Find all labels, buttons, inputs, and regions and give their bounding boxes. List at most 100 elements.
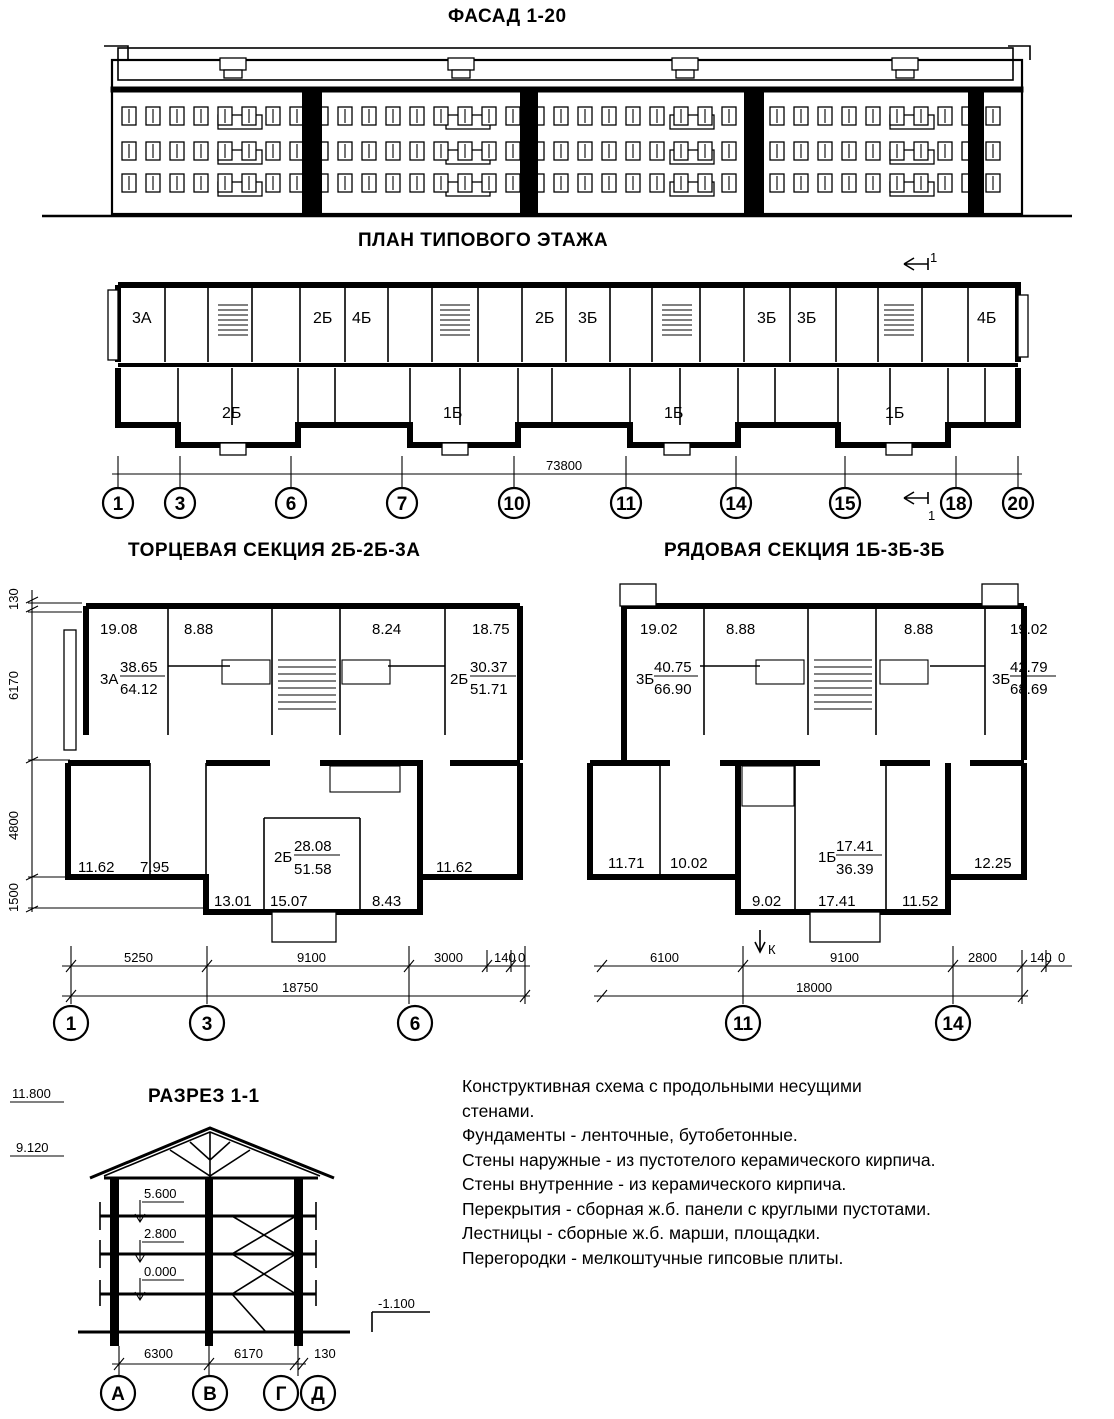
axis-marker: 3: [188, 1004, 226, 1042]
plan-apt-label: 1Б: [885, 405, 904, 422]
facade-elevation: [42, 45, 1072, 218]
dim-label: 0: [1058, 950, 1065, 965]
axis-label: 6: [286, 494, 297, 515]
plan-title: ПЛАН ТИПОВОГО ЭТАЖА: [358, 230, 609, 251]
room-area: 8.88: [904, 621, 933, 638]
entrance-mark: К: [768, 942, 776, 957]
room-area: 11.62: [78, 859, 114, 876]
dim-label: 2800: [968, 950, 997, 965]
note-line: Перекрытия - сборная ж.б. панели с кругл…: [462, 1198, 931, 1219]
axis-label: 20: [1007, 494, 1028, 515]
apt-code: 1Б: [818, 849, 836, 866]
dim-label: 0: [518, 950, 525, 965]
level-mark: -1.100: [378, 1296, 415, 1311]
note-line: Стены наружные - из пустотелого керамиче…: [462, 1149, 936, 1170]
level-mark: 11.800: [12, 1086, 51, 1101]
facade-dark-bay: [744, 92, 764, 214]
apt-total-area: 36.39: [836, 861, 874, 878]
room-area: 11.71: [608, 855, 644, 872]
room-area: 19.08: [100, 621, 138, 638]
apt-code: 2Б: [274, 849, 292, 866]
vdim-label: 130: [6, 588, 21, 610]
dim-label: 9100: [297, 950, 326, 965]
axis-label: 6: [410, 1014, 421, 1035]
plan-apt-label: 3Б: [578, 310, 597, 327]
axis-label: 14: [942, 1014, 964, 1035]
apt-total-area: 64.12: [120, 681, 158, 698]
room-area: 10.02: [670, 855, 708, 872]
dim-label: 6170: [234, 1346, 263, 1361]
axis-marker: 1: [52, 1004, 90, 1042]
axis-marker: 11: [724, 1004, 762, 1042]
dim-label: 9100: [830, 950, 859, 965]
plan-apt-label: 4Б: [352, 310, 371, 327]
apt-total-area: 68.69: [1010, 681, 1048, 698]
axis-label: А: [111, 1384, 125, 1405]
axis-label: 11: [733, 1014, 754, 1035]
dim-label: 18000: [796, 980, 832, 995]
note-line: Стены внутренние - из керамического кирп…: [462, 1174, 847, 1194]
typical-floor-plan: 3А 2Б 4Б 2Б 3Б 3Б 3Б 4Б 2Б 1Б 1Б 1Б 1 1 …: [101, 250, 1035, 523]
apt-total-area: 51.71: [470, 681, 508, 698]
facade-dark-bay: [520, 92, 538, 214]
axis-label: 3: [175, 494, 186, 515]
axis-marker: Д: [299, 1374, 337, 1412]
room-area: 8.88: [184, 621, 213, 638]
axis-label: 11: [616, 494, 637, 515]
axis-marker: Г: [262, 1374, 300, 1412]
cross-section-1-1: 11.800 9.120 5.600 2.800 0.000 -1.100: [10, 1086, 430, 1412]
room-area: 12.25: [974, 855, 1012, 872]
axis-label: 15: [834, 494, 856, 515]
cut-marker-label: 1: [928, 508, 935, 523]
room-area: 13.01: [214, 893, 252, 910]
end-section-title: ТОРЦЕВАЯ СЕКЦИЯ 2Б-2Б-3А: [128, 540, 421, 561]
axis-marker: 14: [719, 486, 753, 520]
apt-total-area: 66.90: [654, 681, 692, 698]
room-area: 11.52: [902, 893, 938, 910]
axis-label: В: [203, 1384, 217, 1405]
axis-marker: 6: [396, 1004, 434, 1042]
axis-label: Г: [276, 1384, 287, 1405]
axis-marker: 20: [1001, 486, 1035, 520]
row-section-title: РЯДОВАЯ СЕКЦИЯ 1Б-3Б-3Б: [664, 540, 945, 561]
apt-living-area: 17.41: [836, 838, 874, 855]
note-line: Конструктивная схема с продольными несущ…: [462, 1076, 862, 1096]
apt-living-area: 40.75: [654, 659, 692, 676]
axis-marker: 14: [934, 1004, 972, 1042]
dim-label: 6100: [650, 950, 679, 965]
axis-label: 10: [503, 494, 524, 515]
note-line: Перегородки - мелкоштучные гипсовые плит…: [462, 1247, 844, 1268]
level-mark: 5.600: [144, 1186, 177, 1201]
level-mark: 2.800: [144, 1226, 177, 1241]
roof-vent: [447, 57, 475, 71]
dim-label: 140: [494, 950, 516, 965]
room-area: 9.02: [752, 893, 781, 910]
plan-apt-label: 2Б: [535, 310, 554, 327]
apt-living-area: 42.79: [1010, 659, 1048, 676]
vdim-label: 1500: [6, 883, 21, 912]
cross-section-title: РАЗРЕЗ 1-1: [148, 1086, 260, 1107]
axis-marker: 11: [609, 486, 643, 520]
construction-notes: Конструктивная схема с продольными несущ…: [462, 1074, 1112, 1270]
cut-marker-label: 1: [930, 250, 937, 265]
room-area: 11.62: [436, 859, 472, 876]
axis-marker: 1: [101, 486, 135, 520]
plan-apt-label: 4Б: [977, 310, 996, 327]
plan-apt-label: 2Б: [313, 310, 332, 327]
plan-apt-label: 3А: [132, 310, 152, 327]
axis-marker: В: [191, 1374, 229, 1412]
plan-apt-label: 3Б: [797, 310, 816, 327]
plan-apt-label: 1Б: [443, 405, 462, 422]
dim-label: 5250: [124, 950, 153, 965]
axis-label: 3: [202, 1014, 213, 1035]
facade-title: ФАСАД 1-20: [448, 6, 567, 27]
room-area: 7.95: [140, 859, 169, 876]
room-area: 8.43: [372, 893, 401, 910]
end-section-plan: 130 6170 4800 1500 19.08 8.88 8.24 18.75…: [6, 588, 531, 1042]
axis-marker: 7: [385, 486, 419, 520]
axis-label: 14: [725, 494, 747, 515]
room-area: 17.41: [818, 893, 856, 910]
apt-living-area: 30.37: [470, 659, 508, 676]
axis-label: 1: [66, 1014, 77, 1035]
dim-label: 18750: [282, 980, 318, 995]
